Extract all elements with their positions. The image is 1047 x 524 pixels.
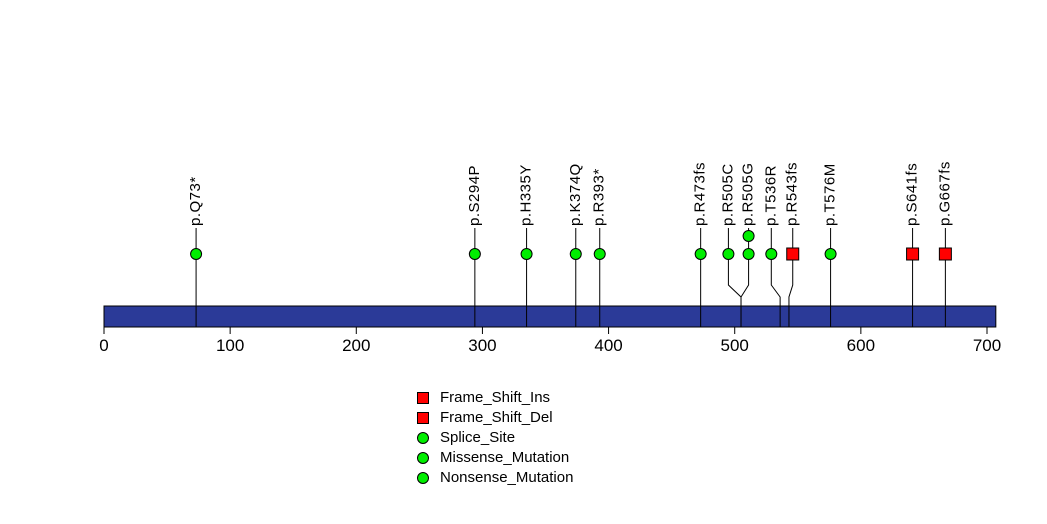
legend-item: Splice_Site <box>417 428 573 448</box>
mutation-label: p.R393* <box>591 168 608 226</box>
mutation-label: p.G667fs <box>936 161 953 226</box>
axis-tick-label: 500 <box>721 336 749 355</box>
mutation-marker <box>520 248 533 260</box>
axis-tick-label: 300 <box>468 336 496 355</box>
mutation-marker <box>742 230 755 242</box>
mutation-label: p.T536R <box>762 165 779 226</box>
mutation-marker <box>765 248 778 260</box>
mutation-marker <box>468 248 481 260</box>
mutation-marker <box>593 248 606 260</box>
mutation-marker <box>786 247 800 261</box>
legend-item-label: Frame_Shift_Ins <box>440 389 551 406</box>
mutation-marker <box>906 247 920 261</box>
legend-square-icon <box>417 412 429 424</box>
mutation-label: p.T576M <box>822 163 839 226</box>
mutation-marker <box>824 248 837 260</box>
mutation-label: p.S294P <box>466 165 483 226</box>
legend-square-icon <box>417 392 429 404</box>
legend-item: Frame_Shift_Ins <box>417 388 573 408</box>
axis-tick-label: 400 <box>594 336 622 355</box>
legend-item: Nonsense_Mutation <box>417 468 573 488</box>
axis-tick-label: 700 <box>973 336 1001 355</box>
axis-tick-label: 100 <box>216 336 244 355</box>
mutation-label: p.Q73* <box>187 176 204 226</box>
legend-item: Frame_Shift_Del <box>417 408 573 428</box>
legend-circle-icon <box>417 432 429 444</box>
axis-tick-label: 200 <box>342 336 370 355</box>
legend-circle-icon <box>417 472 429 484</box>
mutation-label: p.R543fs <box>784 162 801 226</box>
mutation-label: p.R505C <box>719 163 736 226</box>
mutation-marker <box>190 248 203 260</box>
legend-item-label: Missense_Mutation <box>440 449 570 466</box>
mutation-marker <box>569 248 582 260</box>
protein-backbone-bar <box>103 305 997 328</box>
mutation-label: p.R505G <box>740 162 757 226</box>
axis-tick-label: 0 <box>99 336 108 355</box>
axis-tick-label: 600 <box>847 336 875 355</box>
mutation-label: p.H335Y <box>518 164 535 226</box>
mutation-label: p.R473fs <box>692 162 709 226</box>
legend-item: Missense_Mutation <box>417 448 573 468</box>
legend-item-label: Frame_Shift_Del <box>440 409 553 426</box>
mutation-label: p.S641fs <box>904 163 921 226</box>
legend-circle-icon <box>417 452 429 464</box>
mutation-marker <box>938 247 952 261</box>
mutation-label: p.K374Q <box>567 163 584 226</box>
mutation-marker <box>722 248 735 260</box>
mutation-marker <box>742 248 755 260</box>
legend-item-label: Splice_Site <box>440 429 516 446</box>
legend-item-label: Nonsense_Mutation <box>440 469 574 486</box>
mutation-marker <box>694 248 707 260</box>
